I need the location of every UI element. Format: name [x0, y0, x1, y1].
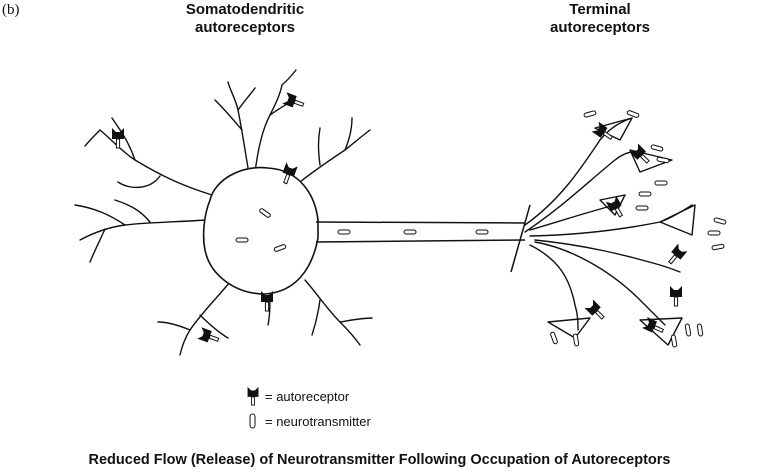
panel-label: (b): [2, 2, 20, 18]
somatodendritic-header: Somatodendritic autoreceptors: [150, 1, 340, 37]
somatodendritic-header-line2: autoreceptors: [194, 19, 296, 36]
autoreceptor-icon: [247, 386, 259, 406]
legend-autoreceptor-label: = autoreceptor: [265, 388, 350, 404]
neurotransmitter-icon: [249, 413, 256, 429]
legend-neurotransmitter: = neurotransmitter: [246, 413, 371, 429]
axon: [315, 204, 531, 273]
dendrites: [74, 69, 373, 356]
figure-caption: Reduced Flow (Release) of Neurotransmitt…: [88, 452, 671, 468]
terminal-header-line2: autoreceptors: [549, 19, 651, 36]
cell-body: [202, 166, 319, 295]
terminal-header: Terminal autoreceptors: [520, 1, 680, 37]
autoreceptors: [111, 91, 688, 346]
terminal-header-line1: Terminal: [569, 1, 631, 18]
legend-neurotransmitter-label: = neurotransmitter: [265, 413, 371, 429]
axon-terminals: [524, 117, 696, 346]
somatodendritic-header-line1: Somatodendritic: [185, 1, 305, 18]
legend-autoreceptor: = autoreceptor: [246, 386, 349, 406]
